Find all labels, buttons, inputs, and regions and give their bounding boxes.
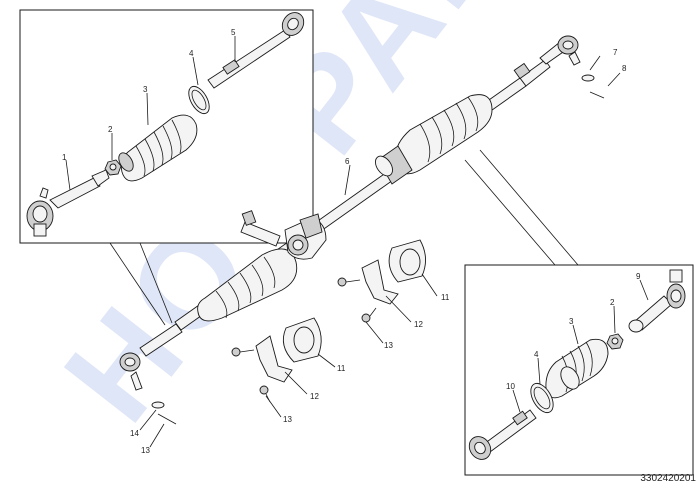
callout-14: 14 — [130, 429, 139, 438]
callout-11-lower: 11 — [337, 364, 346, 373]
callout-11-upper: 11 — [441, 293, 450, 302]
callout-12-lower: 12 — [310, 392, 319, 401]
bellows-boot-rh-part — [545, 338, 609, 399]
callout-7: 7 — [613, 48, 618, 57]
bellows-boot-part — [118, 114, 198, 182]
callout-3-rh: 3 — [569, 317, 574, 326]
callout-13-lower: 13 — [283, 415, 292, 424]
callout-9: 9 — [636, 272, 641, 281]
callout-4: 4 — [189, 49, 194, 58]
tie-rod-end-rh-part — [628, 269, 686, 333]
boot-clamp-part — [188, 85, 210, 115]
callout-10: 10 — [506, 382, 515, 391]
steering-rack-assembly: 6 7 8 11 12 13 11 12 13 14 13 — [119, 35, 627, 455]
right-tie-rod-end — [513, 35, 605, 99]
callout-1: 1 — [62, 153, 67, 162]
callout-3: 3 — [143, 85, 148, 94]
boot-clamp-rh-part — [530, 382, 554, 414]
callout-2-rh: 2 — [610, 298, 615, 307]
lower-bracket-set — [231, 317, 322, 403]
inner-tie-rod-rh-part — [468, 409, 537, 460]
callout-2: 2 — [108, 125, 113, 134]
nut-rh-part — [606, 333, 624, 350]
inner-tie-rod-part — [207, 12, 305, 89]
inset-leader-lines — [109, 149, 579, 326]
callout-12-upper: 12 — [414, 320, 423, 329]
diagram-reference-code: 3302420201 — [640, 473, 696, 484]
right-boot — [375, 94, 493, 185]
callout-4-rh: 4 — [534, 350, 539, 359]
callout-13-left: 13 — [141, 446, 150, 455]
upper-bracket-set — [337, 239, 426, 323]
callout-13-upper: 13 — [384, 341, 393, 350]
left-tie-rod-end — [119, 323, 183, 425]
inset-top-left: 1 2 3 4 5 — [19, 9, 314, 244]
callout-5: 5 — [231, 28, 236, 37]
callout-8: 8 — [622, 64, 627, 73]
tie-rod-end-part — [26, 169, 110, 237]
nut-part — [104, 159, 122, 176]
pinion-housing — [240, 210, 327, 260]
inset-bottom-right: 9 2 3 4 10 — [464, 264, 694, 476]
callout-6: 6 — [345, 157, 350, 166]
